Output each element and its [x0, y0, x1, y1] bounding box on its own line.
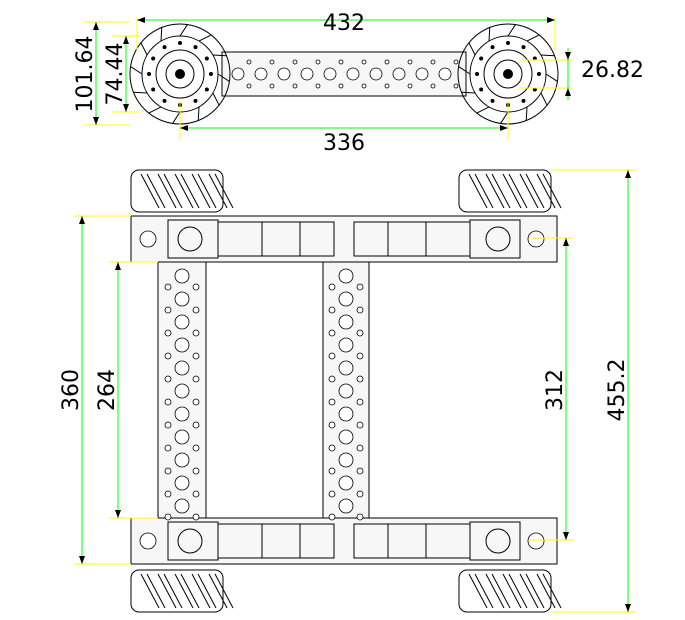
rail-holes	[139, 230, 545, 550]
dim-hub-offset: 26.82	[581, 58, 644, 83]
wheel-front-left	[130, 169, 234, 213]
dim-wheel-inner: 74.44	[103, 43, 128, 106]
gearbox-rr	[469, 521, 521, 561]
dim-wheel-outer: 101.64	[73, 36, 98, 113]
front-cross-plate	[130, 215, 558, 263]
top-view: 432 336 101.64 74.44 26.82	[73, 11, 644, 156]
rear-cross-plate	[130, 517, 558, 565]
wheel-rear-right	[458, 569, 562, 613]
gearbox-fr	[469, 219, 521, 259]
dim-overall-width: 432	[323, 11, 365, 36]
wheel-rear-left	[130, 569, 234, 613]
dim-axle-span: 312	[543, 369, 568, 411]
dim-axle-spacing: 336	[323, 131, 365, 156]
gearbox-fl	[167, 219, 219, 259]
dim-inner-rail: 264	[95, 369, 120, 411]
dim-overall-length: 455.2	[605, 359, 630, 422]
gearbox-rl	[167, 521, 219, 561]
plan-view: 360 264 312 455.2	[59, 169, 636, 613]
wheel-front-right	[458, 169, 562, 213]
side-plate-holes	[231, 59, 459, 89]
dim-frame-length: 360	[59, 369, 84, 411]
